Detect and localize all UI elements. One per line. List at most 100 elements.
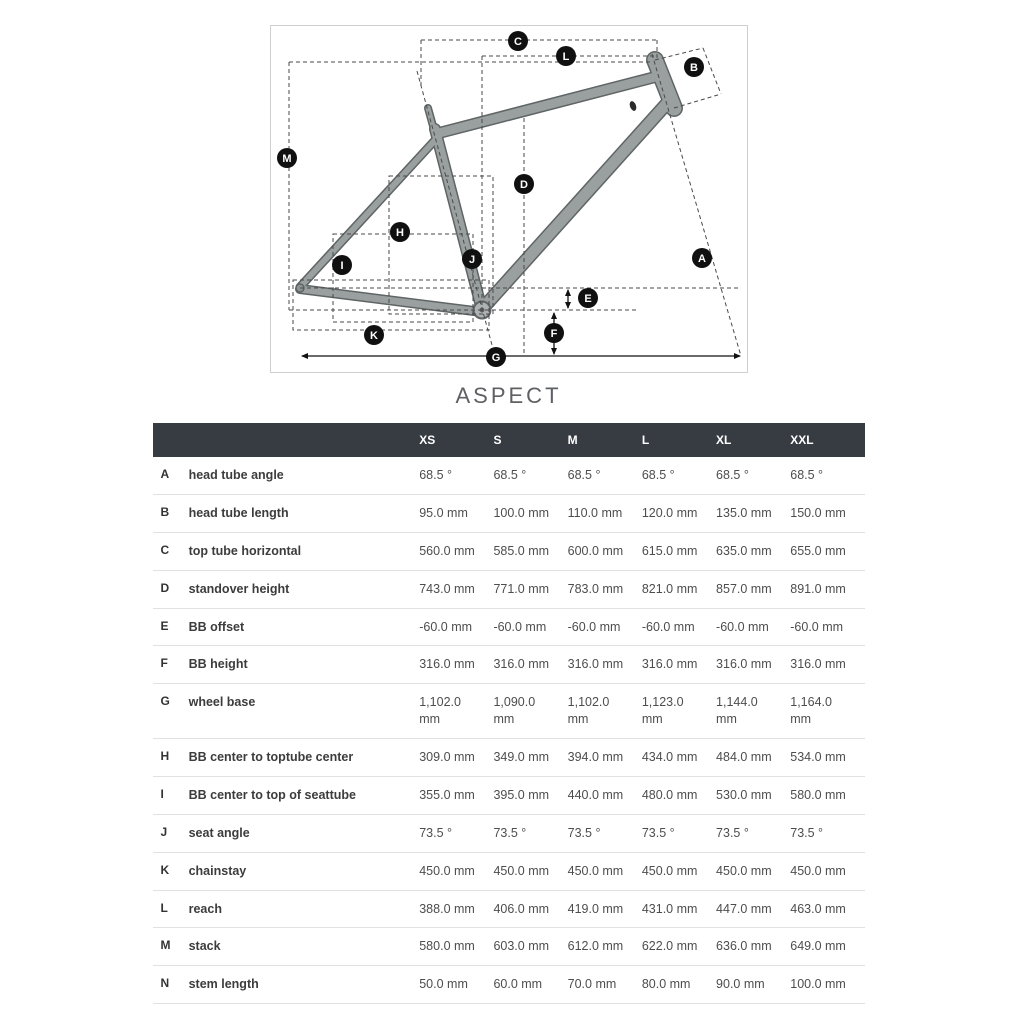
- row-value: 1,123.0 mm: [641, 683, 717, 739]
- row-value: 1,144.0 mm: [716, 683, 791, 739]
- diagram-marker-k: K: [363, 325, 384, 345]
- row-value: 534.0 mm: [790, 738, 865, 777]
- row-label: head tube angle: [188, 468, 284, 482]
- row-value: 349.0 mm: [493, 738, 568, 777]
- row-key: E: [152, 608, 189, 647]
- diagram-marker-g: G: [485, 347, 506, 367]
- row-value: 316.0 mm: [716, 645, 791, 685]
- row-value: 434.0 mm: [641, 738, 717, 777]
- row-label-cell: wheel base: [188, 683, 420, 739]
- diagram-marker-c: C: [507, 31, 528, 51]
- row-value: 622.0 mm: [641, 927, 717, 967]
- row-label: top tube horizontal: [188, 543, 302, 558]
- row-value: 635.0 mm: [716, 532, 791, 571]
- row-key: F: [152, 645, 189, 685]
- row-label: stem length: [188, 977, 259, 992]
- row-value: 100.0 mm: [790, 965, 865, 1005]
- row-value: 100.0 mm: [493, 494, 568, 533]
- diagram-marker-a: A: [691, 248, 712, 268]
- row-label-cell: BB center to top of seattube: [188, 776, 420, 815]
- row-value: 135.0 mm: [716, 494, 791, 533]
- row-value: 70.0 mm: [567, 965, 642, 1005]
- row-key: G: [152, 683, 189, 739]
- frame-decal: [629, 101, 636, 111]
- row-label: BB center to toptube center: [188, 750, 354, 764]
- row-label: reach: [188, 901, 222, 916]
- row-key: N: [152, 965, 189, 1005]
- row-value: -60.0 mm: [641, 608, 717, 647]
- diagram-marker-e: E: [577, 288, 598, 308]
- row-value: 120.0 mm: [641, 494, 717, 533]
- row-value: 612.0 mm: [567, 927, 642, 967]
- row-label-cell: head tube angle: [188, 457, 420, 495]
- frame-outline: [294, 51, 683, 317]
- row-value: 1,102.0 mm: [567, 683, 642, 739]
- row-value: 450.0 mm: [641, 852, 717, 891]
- row-value: 73.5 °: [641, 814, 717, 853]
- column-header-xl: XL: [716, 423, 791, 457]
- svg-text:B: B: [690, 62, 698, 74]
- row-label-cell: BB center to toptube center: [188, 738, 420, 777]
- row-value: 90.0 mm: [716, 965, 791, 1005]
- row-label-cell: BB offset: [188, 608, 420, 647]
- row-value: 450.0 mm: [493, 852, 568, 891]
- row-value: 530.0 mm: [716, 776, 791, 815]
- row-value: 440.0 mm: [567, 776, 642, 815]
- row-label-cell: top tube horizontal: [188, 532, 420, 571]
- row-key: I: [152, 776, 189, 815]
- row-value: 394.0 mm: [567, 738, 642, 777]
- row-value: 395.0 mm: [493, 776, 568, 815]
- row-value: 60.0 mm: [493, 965, 568, 1005]
- row-value: 431.0 mm: [641, 890, 717, 929]
- row-label: seat angle: [188, 825, 250, 840]
- diagram-marker-m: M: [276, 148, 297, 168]
- row-value: 68.5 °: [419, 457, 494, 495]
- row-value: 50.0 mm: [419, 965, 494, 1005]
- svg-text:J: J: [468, 254, 474, 266]
- row-key: H: [152, 738, 189, 777]
- row-value: 309.0 mm: [419, 738, 494, 777]
- row-value: 560.0 mm: [419, 532, 494, 571]
- diagram-marker-d: D: [513, 174, 534, 194]
- row-value: 110.0 mm: [567, 494, 642, 533]
- row-value: 1,164.0 mm: [790, 683, 865, 739]
- row-value: 68.5 °: [567, 457, 642, 495]
- row-label-cell: stack: [188, 927, 420, 967]
- column-header-blank: [188, 423, 420, 457]
- row-key: C: [152, 532, 189, 571]
- column-header-l: L: [641, 423, 717, 457]
- row-key: K: [152, 852, 189, 891]
- svg-text:G: G: [491, 352, 500, 364]
- row-label-cell: reach: [188, 890, 420, 929]
- row-value: 450.0 mm: [419, 852, 494, 891]
- row-value: 80.0 mm: [641, 965, 717, 1005]
- row-value: 580.0 mm: [419, 927, 494, 967]
- row-value: 388.0 mm: [419, 890, 494, 929]
- svg-text:L: L: [562, 51, 569, 63]
- row-key: M: [152, 927, 189, 967]
- diagram-marker-i: I: [331, 255, 352, 275]
- row-value: 68.5 °: [493, 457, 568, 495]
- row-value: 580.0 mm: [790, 776, 865, 815]
- row-value: 585.0 mm: [493, 532, 568, 571]
- column-header-xs: XS: [419, 423, 494, 457]
- row-key: J: [152, 814, 189, 853]
- row-key: A: [152, 457, 189, 495]
- row-value: 743.0 mm: [419, 570, 494, 609]
- frame-tubes: [296, 52, 681, 316]
- column-header-blank: [152, 423, 189, 457]
- row-value: 419.0 mm: [567, 890, 642, 929]
- row-value: 615.0 mm: [641, 532, 717, 571]
- row-value: 73.5 °: [790, 814, 865, 853]
- svg-text:D: D: [520, 179, 528, 191]
